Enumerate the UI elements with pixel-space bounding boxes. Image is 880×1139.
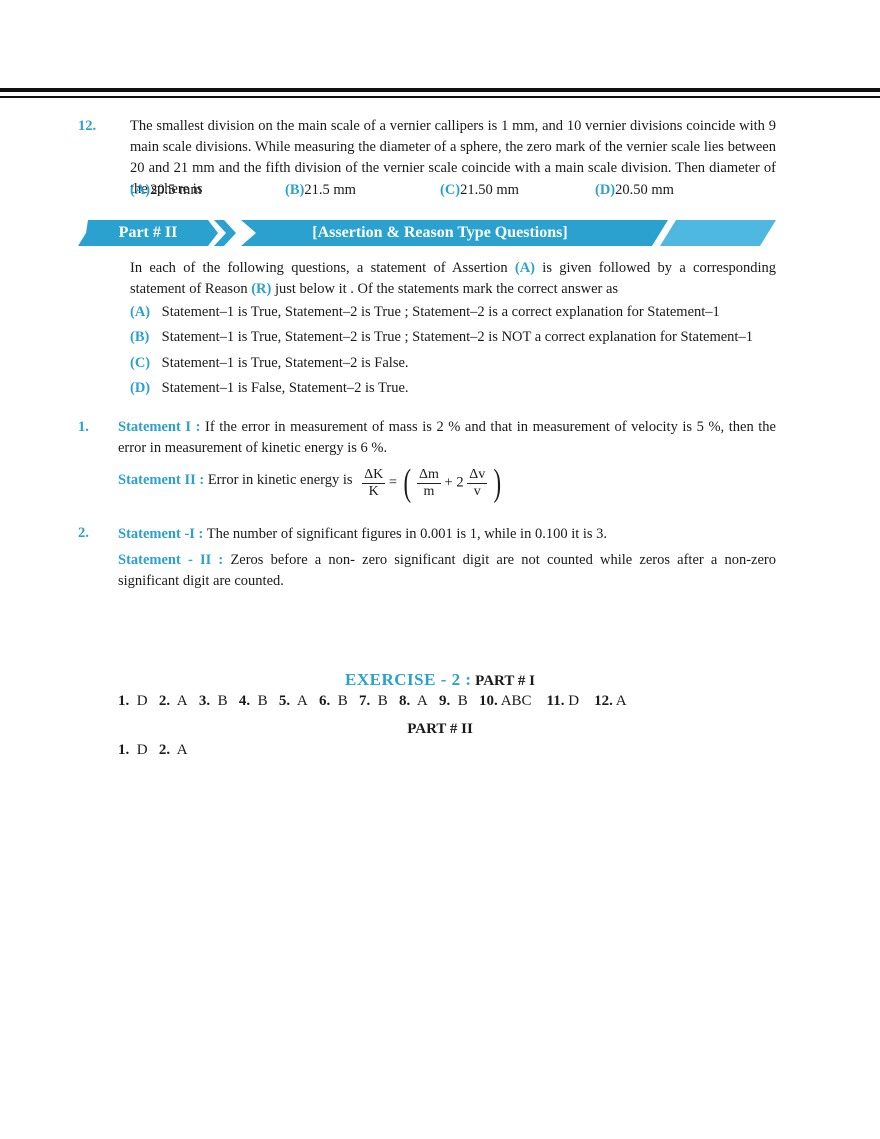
choice-text: Statement–1 is True, Statement–2 is True… <box>161 304 720 320</box>
option-label: (C) <box>440 182 461 198</box>
header-rule-thick <box>0 88 880 92</box>
option-value: 21.5 mm <box>304 182 356 198</box>
choice-d: (D) Statement–1 is False, Statement–2 is… <box>130 380 776 397</box>
question-2-statement-1: Statement -I : The number of significant… <box>118 524 776 545</box>
statement-text: Error in kinetic energy is <box>207 472 353 488</box>
part-2-label: PART # II <box>407 721 473 737</box>
intro-text: just below it . Of the statements mark t… <box>274 281 619 297</box>
question-12-text: The smallest division on the main scale … <box>130 118 776 197</box>
question-1-statement-1: Statement I : If the error in measuremen… <box>118 417 776 459</box>
option-value: 21.50 mm <box>460 182 519 198</box>
option-value: 20.50 mm <box>615 182 674 198</box>
question-1-number: 1. <box>78 419 89 435</box>
intro-assertion-label: (A) <box>514 260 536 276</box>
statement-text: The number of significant figures in 0.0… <box>206 526 608 542</box>
choice-c: (C) Statement–1 is True, Statement–2 is … <box>130 355 776 372</box>
intro-reason-label: (R) <box>251 281 272 297</box>
option-value: 20.5 mm <box>150 182 202 198</box>
option-label: (A) <box>130 182 151 198</box>
choice-text: Statement–1 is False, Statement–2 is Tru… <box>161 380 409 396</box>
statement-label: Statement II : <box>118 472 205 488</box>
banner-tail-shape <box>660 220 776 246</box>
choice-label: (A) <box>130 304 151 320</box>
exercise-title: EXERCISE - 2 : <box>345 670 472 689</box>
question-12-option-d: (D)20.50 mm <box>595 182 674 199</box>
banner-part-shape <box>78 220 218 246</box>
choice-a: (A) Statement–1 is True, Statement–2 is … <box>130 304 776 321</box>
statement-text: Zeros before a non- zero significant dig… <box>118 552 777 589</box>
choice-label: (D) <box>130 380 151 396</box>
question-12-option-a: (A)20.5 mm <box>130 182 202 199</box>
intro-text: In each of the following questions, a st… <box>130 260 508 276</box>
question-12-number: 12. <box>78 118 97 134</box>
banner-chevron <box>214 220 236 246</box>
banner-title-shape <box>241 220 668 246</box>
statement-label: Statement I : <box>118 419 201 435</box>
question-1-statement-2: Statement II : Error in kinetic energy i… <box>118 464 618 504</box>
assertion-reason-intro: In each of the following questions, a st… <box>130 258 776 300</box>
question-2-statement-2: Statement - II : Zeros before a non- zer… <box>118 550 776 592</box>
banner-part-label: Part # II <box>118 224 178 241</box>
header-rule-thin <box>0 96 880 98</box>
answers-part-2: 1. D 2. A <box>118 742 188 758</box>
option-label: (D) <box>595 182 616 198</box>
choice-text: Statement–1 is True, Statement–2 is True… <box>161 329 753 345</box>
question-12-option-c: (C)21.50 mm <box>440 182 519 199</box>
choice-label: (C) <box>130 355 151 371</box>
part-1-label: PART # I <box>475 673 535 689</box>
question-12-option-b: (B)21.5 mm <box>285 182 356 199</box>
statement-label: Statement - II : <box>118 552 224 568</box>
choice-label: (B) <box>130 329 150 345</box>
answer-key-title: EXERCISE - 2 : PART # I <box>0 670 880 690</box>
option-label: (B) <box>285 182 305 198</box>
intro-text: is given followed by a corresponding sta… <box>130 260 777 297</box>
choice-b: (B) Statement–1 is True, Statement–2 is … <box>130 329 776 346</box>
choice-text: Statement–1 is True, Statement–2 is Fals… <box>161 355 409 371</box>
section-banner <box>78 220 776 246</box>
statement-label: Statement -I : <box>118 526 204 542</box>
banner-title: [Assertion & Reason Type Questions] <box>312 224 568 241</box>
answers-part-1: 1. D 2. A 3. B 4. B 5. A 6. B 7. B 8. A … <box>118 693 627 709</box>
statement-text: If the error in measurement of mass is 2… <box>118 419 776 456</box>
question-2-number: 2. <box>78 525 89 541</box>
